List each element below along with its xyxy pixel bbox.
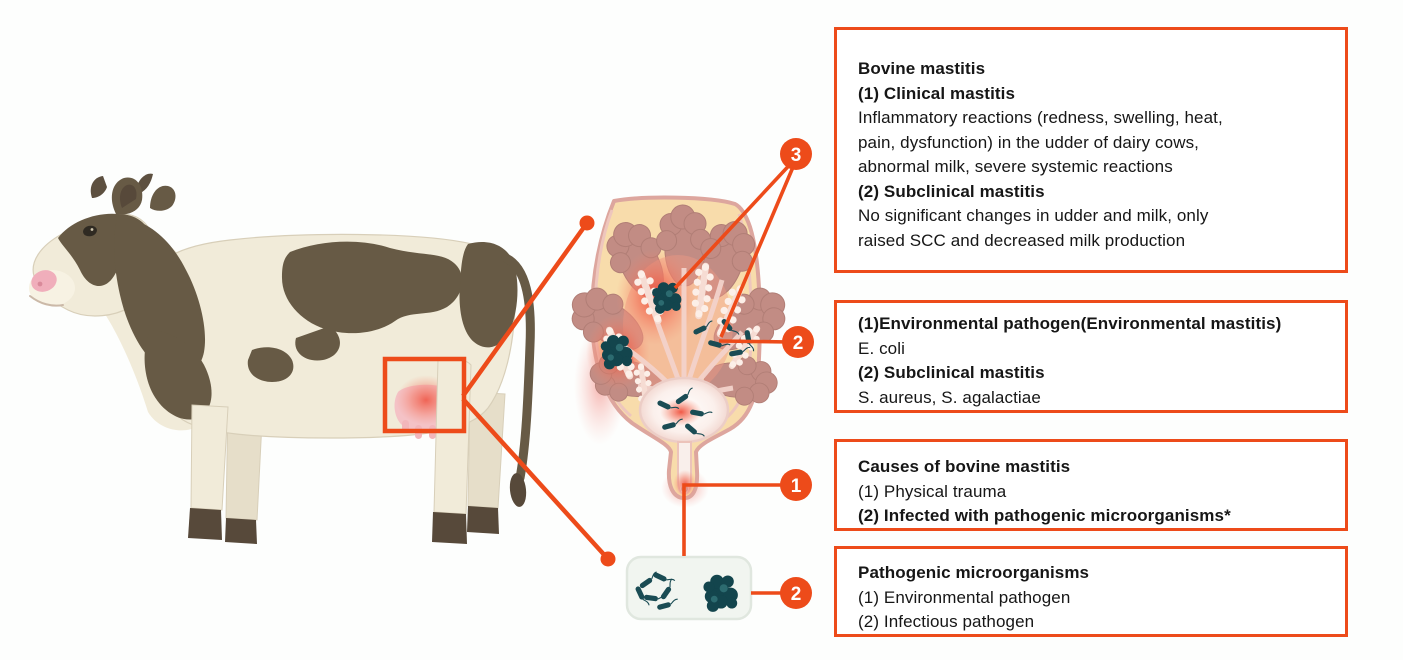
info-line: (2) Subclinical mastitis	[858, 181, 1045, 201]
info-line: (1)Environmental pathogen(Environmental …	[858, 314, 1282, 333]
leader-dot	[600, 551, 616, 567]
info-line: (1) Clinical mastitis	[858, 83, 1016, 103]
marker-infection-sites: 3	[780, 138, 812, 170]
info-line: S. aureus, S. agalactiae	[858, 387, 1041, 407]
marker-teat-entry: 1	[780, 469, 812, 501]
info-line: E. coli	[858, 338, 905, 358]
bacteria-legend-box	[625, 555, 753, 621]
info-box-pathogenic-microorganisms: Pathogenic microorganisms (1) Environment…	[834, 546, 1348, 637]
info-line: Inflammatory reactions (redness, swellin…	[858, 108, 1223, 127]
info-line: (1) Environmental pathogen	[858, 587, 1071, 607]
info-line: No significant changes in udder and milk…	[858, 206, 1209, 225]
info-line: (2) Infectious pathogen	[858, 612, 1035, 631]
info-line: (1) Physical trauma	[858, 481, 1007, 501]
info-box-pathogen-types: (1)Environmental pathogen(Environmental …	[834, 300, 1348, 413]
info-line: raised SCC and decreased milk production	[858, 230, 1186, 250]
leader-dot	[579, 215, 595, 231]
cow-horn	[90, 176, 107, 198]
cow-nose	[31, 270, 57, 292]
marker-number: 2	[791, 584, 802, 605]
info-line: abnormal milk, severe systemic reactions	[858, 157, 1173, 176]
marker-env-pathogen-udder: 2	[782, 326, 814, 358]
info-line: Bovine mastitis	[858, 59, 986, 78]
cow-tail	[501, 253, 535, 483]
info-line: Causes of bovine mastitis	[858, 457, 1071, 476]
info-line: pain, dysfunction) in the udder of dairy…	[858, 132, 1200, 152]
cow-patches	[58, 213, 518, 420]
info-box-causes: Causes of bovine mastitis (1) Physical tr…	[834, 439, 1348, 531]
marker-pathogen-legend: 2	[780, 577, 812, 609]
info-line: (2) Infected with pathogenic microorgani…	[858, 506, 1231, 525]
cow-eye	[83, 225, 97, 237]
info-line: (2) Subclinical mastitis	[858, 363, 1045, 382]
info-line: Pathogenic microorganisms	[858, 563, 1090, 582]
marker-number: 2	[793, 333, 804, 354]
marker-number: 3	[791, 145, 802, 166]
cow-ear	[150, 185, 176, 211]
cow-illustration	[29, 173, 535, 544]
zoom-leader-lines	[461, 215, 616, 567]
marker-number: 1	[791, 476, 802, 497]
